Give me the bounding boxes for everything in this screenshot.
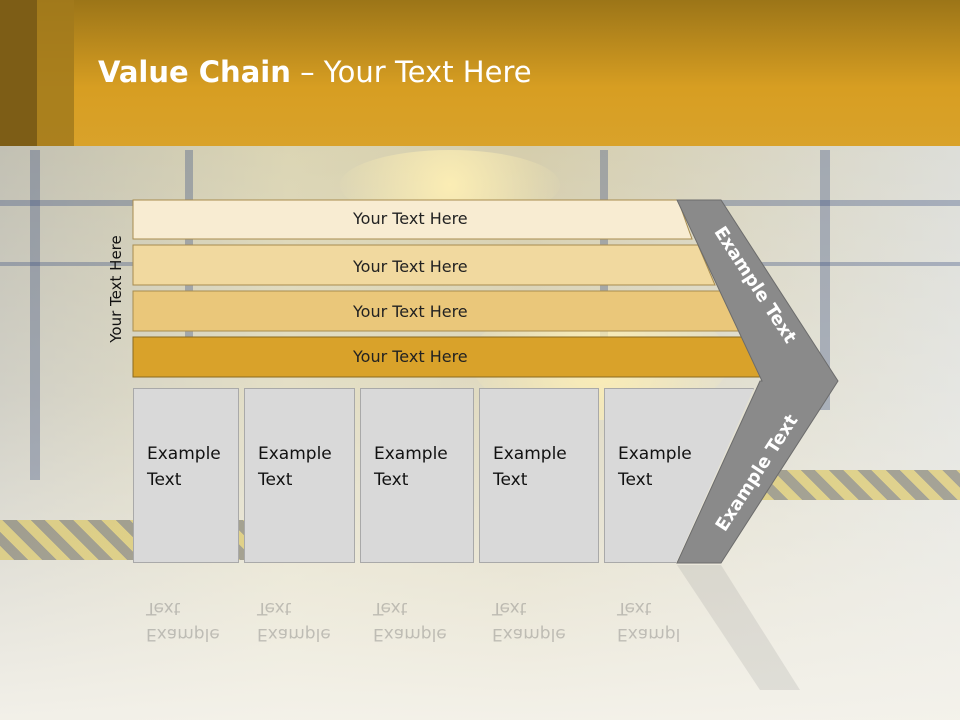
stripe-label-2: Your Text Here [353, 257, 468, 276]
box-reflection-2: Example Text [244, 565, 355, 695]
stripe-1 [132, 199, 693, 240]
stripe-label-3: Your Text Here [353, 302, 468, 321]
box-reflection-4: Example Text [479, 565, 599, 695]
box-reflection-3: Example Text [360, 565, 474, 695]
page-title: Value Chain – Your Text Here [98, 55, 532, 89]
activity-box-4: Example Text [479, 388, 599, 563]
chevron-arrow [676, 199, 839, 564]
chevron-reflection [677, 565, 800, 690]
box-reflection-5: Example Text [604, 565, 680, 695]
activity-box-1: Example Text [133, 388, 239, 563]
stripe-label-1: Your Text Here [353, 209, 468, 228]
activity-box-3: Example Text [360, 388, 474, 563]
header-bar: Value Chain – Your Text Here [0, 0, 960, 146]
header-accent-strip [0, 0, 37, 146]
activity-box-2: Example Text [244, 388, 355, 563]
stripe-2 [132, 244, 716, 286]
header-accent-strip [37, 0, 74, 146]
stripe-label-4: Your Text Here [353, 347, 468, 366]
box-reflection-1: Example Text [133, 565, 239, 695]
